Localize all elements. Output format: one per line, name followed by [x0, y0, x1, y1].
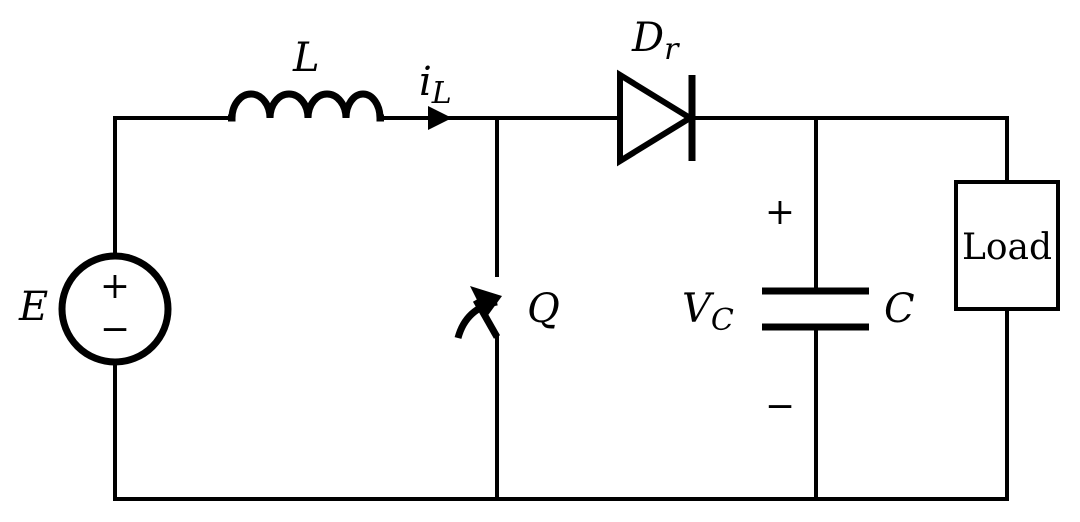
capacitor-label: C [884, 286, 915, 332]
switch-arrow-icon [470, 286, 502, 318]
diode [617, 69, 696, 167]
inductor-label: L [292, 35, 320, 81]
cap-minus-sign: − [765, 386, 795, 427]
diode-triangle [617, 69, 696, 167]
switch-label: Q [527, 286, 560, 332]
source-minus: − [100, 309, 130, 350]
current-label: iL [419, 59, 452, 111]
inductor-coil [228, 90, 384, 122]
load-box [954, 180, 1060, 311]
capacitor [762, 287, 869, 331]
switch [454, 286, 502, 340]
source-circle [58, 252, 172, 366]
voltage-source: + − [58, 252, 172, 366]
cap-plus-sign: + [765, 192, 795, 233]
current-arrow-icon [428, 106, 452, 130]
cap-voltage-label: VC [682, 286, 734, 338]
diode-label: Dr [631, 15, 680, 67]
source-plus: + [100, 266, 130, 307]
switch-blade [472, 298, 501, 339]
source-label: E [18, 284, 48, 330]
load-label: Load [962, 227, 1052, 268]
